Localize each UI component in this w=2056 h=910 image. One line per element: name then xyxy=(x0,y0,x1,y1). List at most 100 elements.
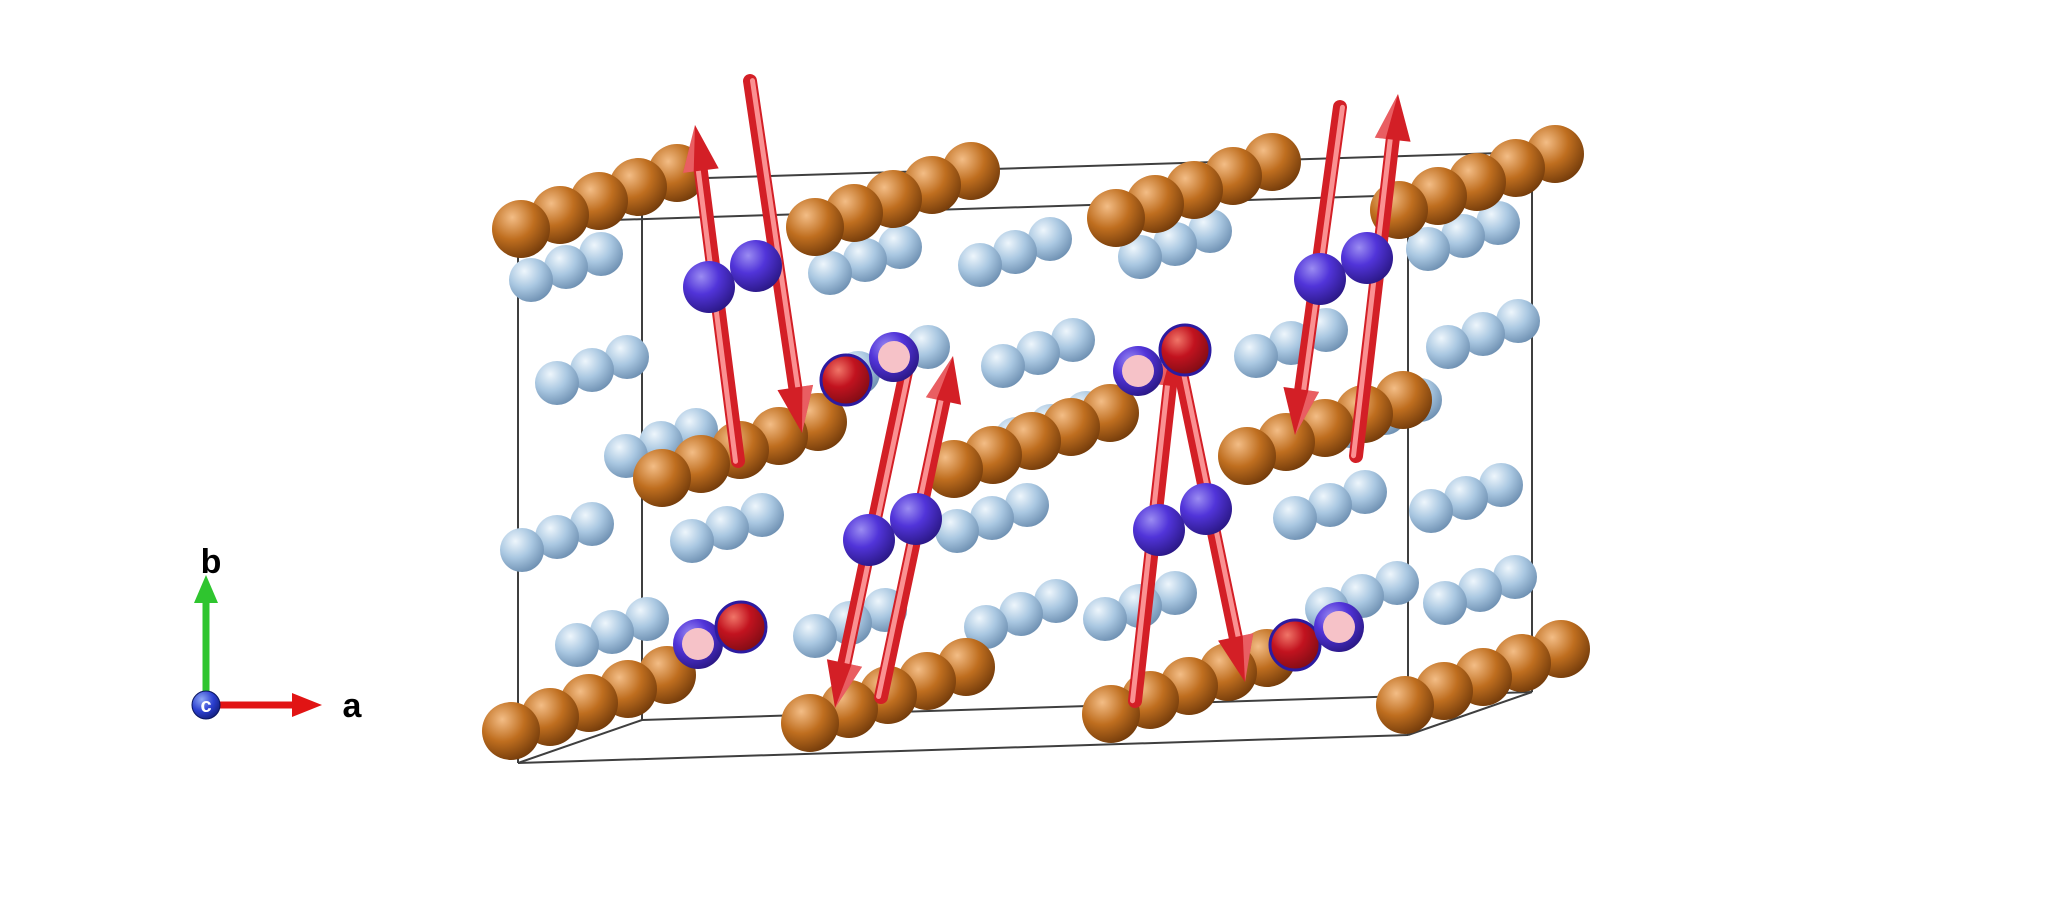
atom-blue[interactable] xyxy=(843,238,887,282)
atom-blue[interactable] xyxy=(544,245,588,289)
atom-brown[interactable] xyxy=(781,694,839,752)
atom-blue[interactable] xyxy=(509,258,553,302)
atom-red-partial[interactable] xyxy=(1158,323,1212,377)
atom-blue[interactable] xyxy=(1005,483,1049,527)
atom-blue[interactable] xyxy=(1441,214,1485,258)
atom-purple[interactable] xyxy=(683,261,735,313)
atom-pink-core xyxy=(1323,611,1355,643)
spin-arrowhead-highlight xyxy=(1374,94,1398,139)
atom-blue[interactable] xyxy=(1118,235,1162,279)
spin-arrowhead-highlight xyxy=(1295,390,1320,435)
atom-purple[interactable] xyxy=(890,493,942,545)
atom-brown[interactable] xyxy=(482,702,540,760)
spin-arrowhead-highlight xyxy=(802,384,814,433)
atom-blue[interactable] xyxy=(1458,568,1502,612)
spin-arrow-highlight xyxy=(749,78,801,390)
axis-b-label: b xyxy=(201,543,222,581)
spin-arrow xyxy=(1349,94,1411,463)
atom-red-partial[interactable] xyxy=(1268,618,1322,672)
atom-purple[interactable] xyxy=(1341,232,1393,284)
atom-blue[interactable] xyxy=(1308,483,1352,527)
atoms-purple xyxy=(683,232,1393,566)
atom-blue[interactable] xyxy=(670,519,714,563)
atom-blue[interactable] xyxy=(500,528,544,572)
atom-blue[interactable] xyxy=(1188,209,1232,253)
atom-blue[interactable] xyxy=(1153,222,1197,266)
axis-a-arrow xyxy=(206,693,322,717)
atom-blue[interactable] xyxy=(535,361,579,405)
atom-blue[interactable] xyxy=(1409,489,1453,533)
atom-blue[interactable] xyxy=(1234,334,1278,378)
spin-arrow xyxy=(874,356,962,704)
atom-red-partial[interactable] xyxy=(819,353,873,407)
atom-brown[interactable] xyxy=(925,440,983,498)
atom-blue[interactable] xyxy=(535,515,579,559)
atom-brown[interactable] xyxy=(633,449,691,507)
spin-arrow-highlight xyxy=(1351,136,1393,459)
atom-brown[interactable] xyxy=(1376,676,1434,734)
atom-brown[interactable] xyxy=(1087,189,1145,247)
atom-blue[interactable] xyxy=(555,623,599,667)
atom-blue[interactable] xyxy=(958,243,1002,287)
atom-blue[interactable] xyxy=(705,506,749,550)
atom-blue[interactable] xyxy=(1153,571,1197,615)
atom-blue[interactable] xyxy=(570,502,614,546)
atom-blue[interactable] xyxy=(981,344,1025,388)
atom-blue[interactable] xyxy=(590,610,634,654)
atom-blue[interactable] xyxy=(1479,463,1523,507)
atom-purple[interactable] xyxy=(730,240,782,292)
atom-red-partial[interactable] xyxy=(714,600,768,654)
spin-arrow-highlight xyxy=(876,397,944,699)
atom-blue[interactable] xyxy=(1406,227,1450,271)
atom-blue[interactable] xyxy=(570,348,614,392)
axis-a-label: a xyxy=(343,687,363,725)
axis-widget: cba xyxy=(191,543,363,725)
atom-blue[interactable] xyxy=(1496,299,1540,343)
atom-blue[interactable] xyxy=(1028,217,1072,261)
atom-purple[interactable] xyxy=(1180,483,1232,535)
atom-blue[interactable] xyxy=(1273,496,1317,540)
atom-blue[interactable] xyxy=(625,597,669,641)
atom-blue[interactable] xyxy=(1444,476,1488,520)
atom-blue[interactable] xyxy=(1343,470,1387,514)
atom-blue[interactable] xyxy=(1426,325,1470,369)
atom-blue[interactable] xyxy=(1034,579,1078,623)
atom-purple[interactable] xyxy=(1294,253,1346,305)
atom-blue[interactable] xyxy=(579,232,623,276)
atom-blue[interactable] xyxy=(935,509,979,553)
atom-purple[interactable] xyxy=(843,514,895,566)
cell-edge xyxy=(1407,691,1533,736)
atom-brown[interactable] xyxy=(1082,685,1140,743)
atom-blue[interactable] xyxy=(1476,201,1520,245)
atom-blue[interactable] xyxy=(1423,581,1467,625)
atom-blue[interactable] xyxy=(970,496,1014,540)
atom-brown[interactable] xyxy=(786,198,844,256)
atom-blue[interactable] xyxy=(605,335,649,379)
atom-blue[interactable] xyxy=(793,614,837,658)
atom-blue[interactable] xyxy=(1016,331,1060,375)
atom-blue[interactable] xyxy=(808,251,852,295)
atom-brown[interactable] xyxy=(1218,427,1276,485)
spin-arrow xyxy=(682,125,745,468)
cell-edge xyxy=(517,194,1409,224)
spin-arrow-highlight xyxy=(695,168,739,464)
axis-b-arrow-head xyxy=(194,575,218,603)
atom-blue[interactable] xyxy=(740,493,784,537)
atom-blue[interactable] xyxy=(993,230,1037,274)
atom-blue[interactable] xyxy=(1493,555,1537,599)
atom-pink-core xyxy=(1122,355,1154,387)
atom-purple[interactable] xyxy=(1133,504,1185,556)
atom-blue[interactable] xyxy=(878,225,922,269)
atom-blue[interactable] xyxy=(999,592,1043,636)
atom-brown[interactable] xyxy=(492,200,550,258)
axis-a-arrow-head xyxy=(292,693,322,717)
atom-blue[interactable] xyxy=(1083,597,1127,641)
atom-blue[interactable] xyxy=(1461,312,1505,356)
spin-arrowhead-highlight xyxy=(925,356,953,400)
atom-blue[interactable] xyxy=(1051,318,1095,362)
spin-arrowhead-highlight xyxy=(682,125,695,173)
atom-blue[interactable] xyxy=(1375,561,1419,605)
atom-blue[interactable] xyxy=(964,605,1008,649)
